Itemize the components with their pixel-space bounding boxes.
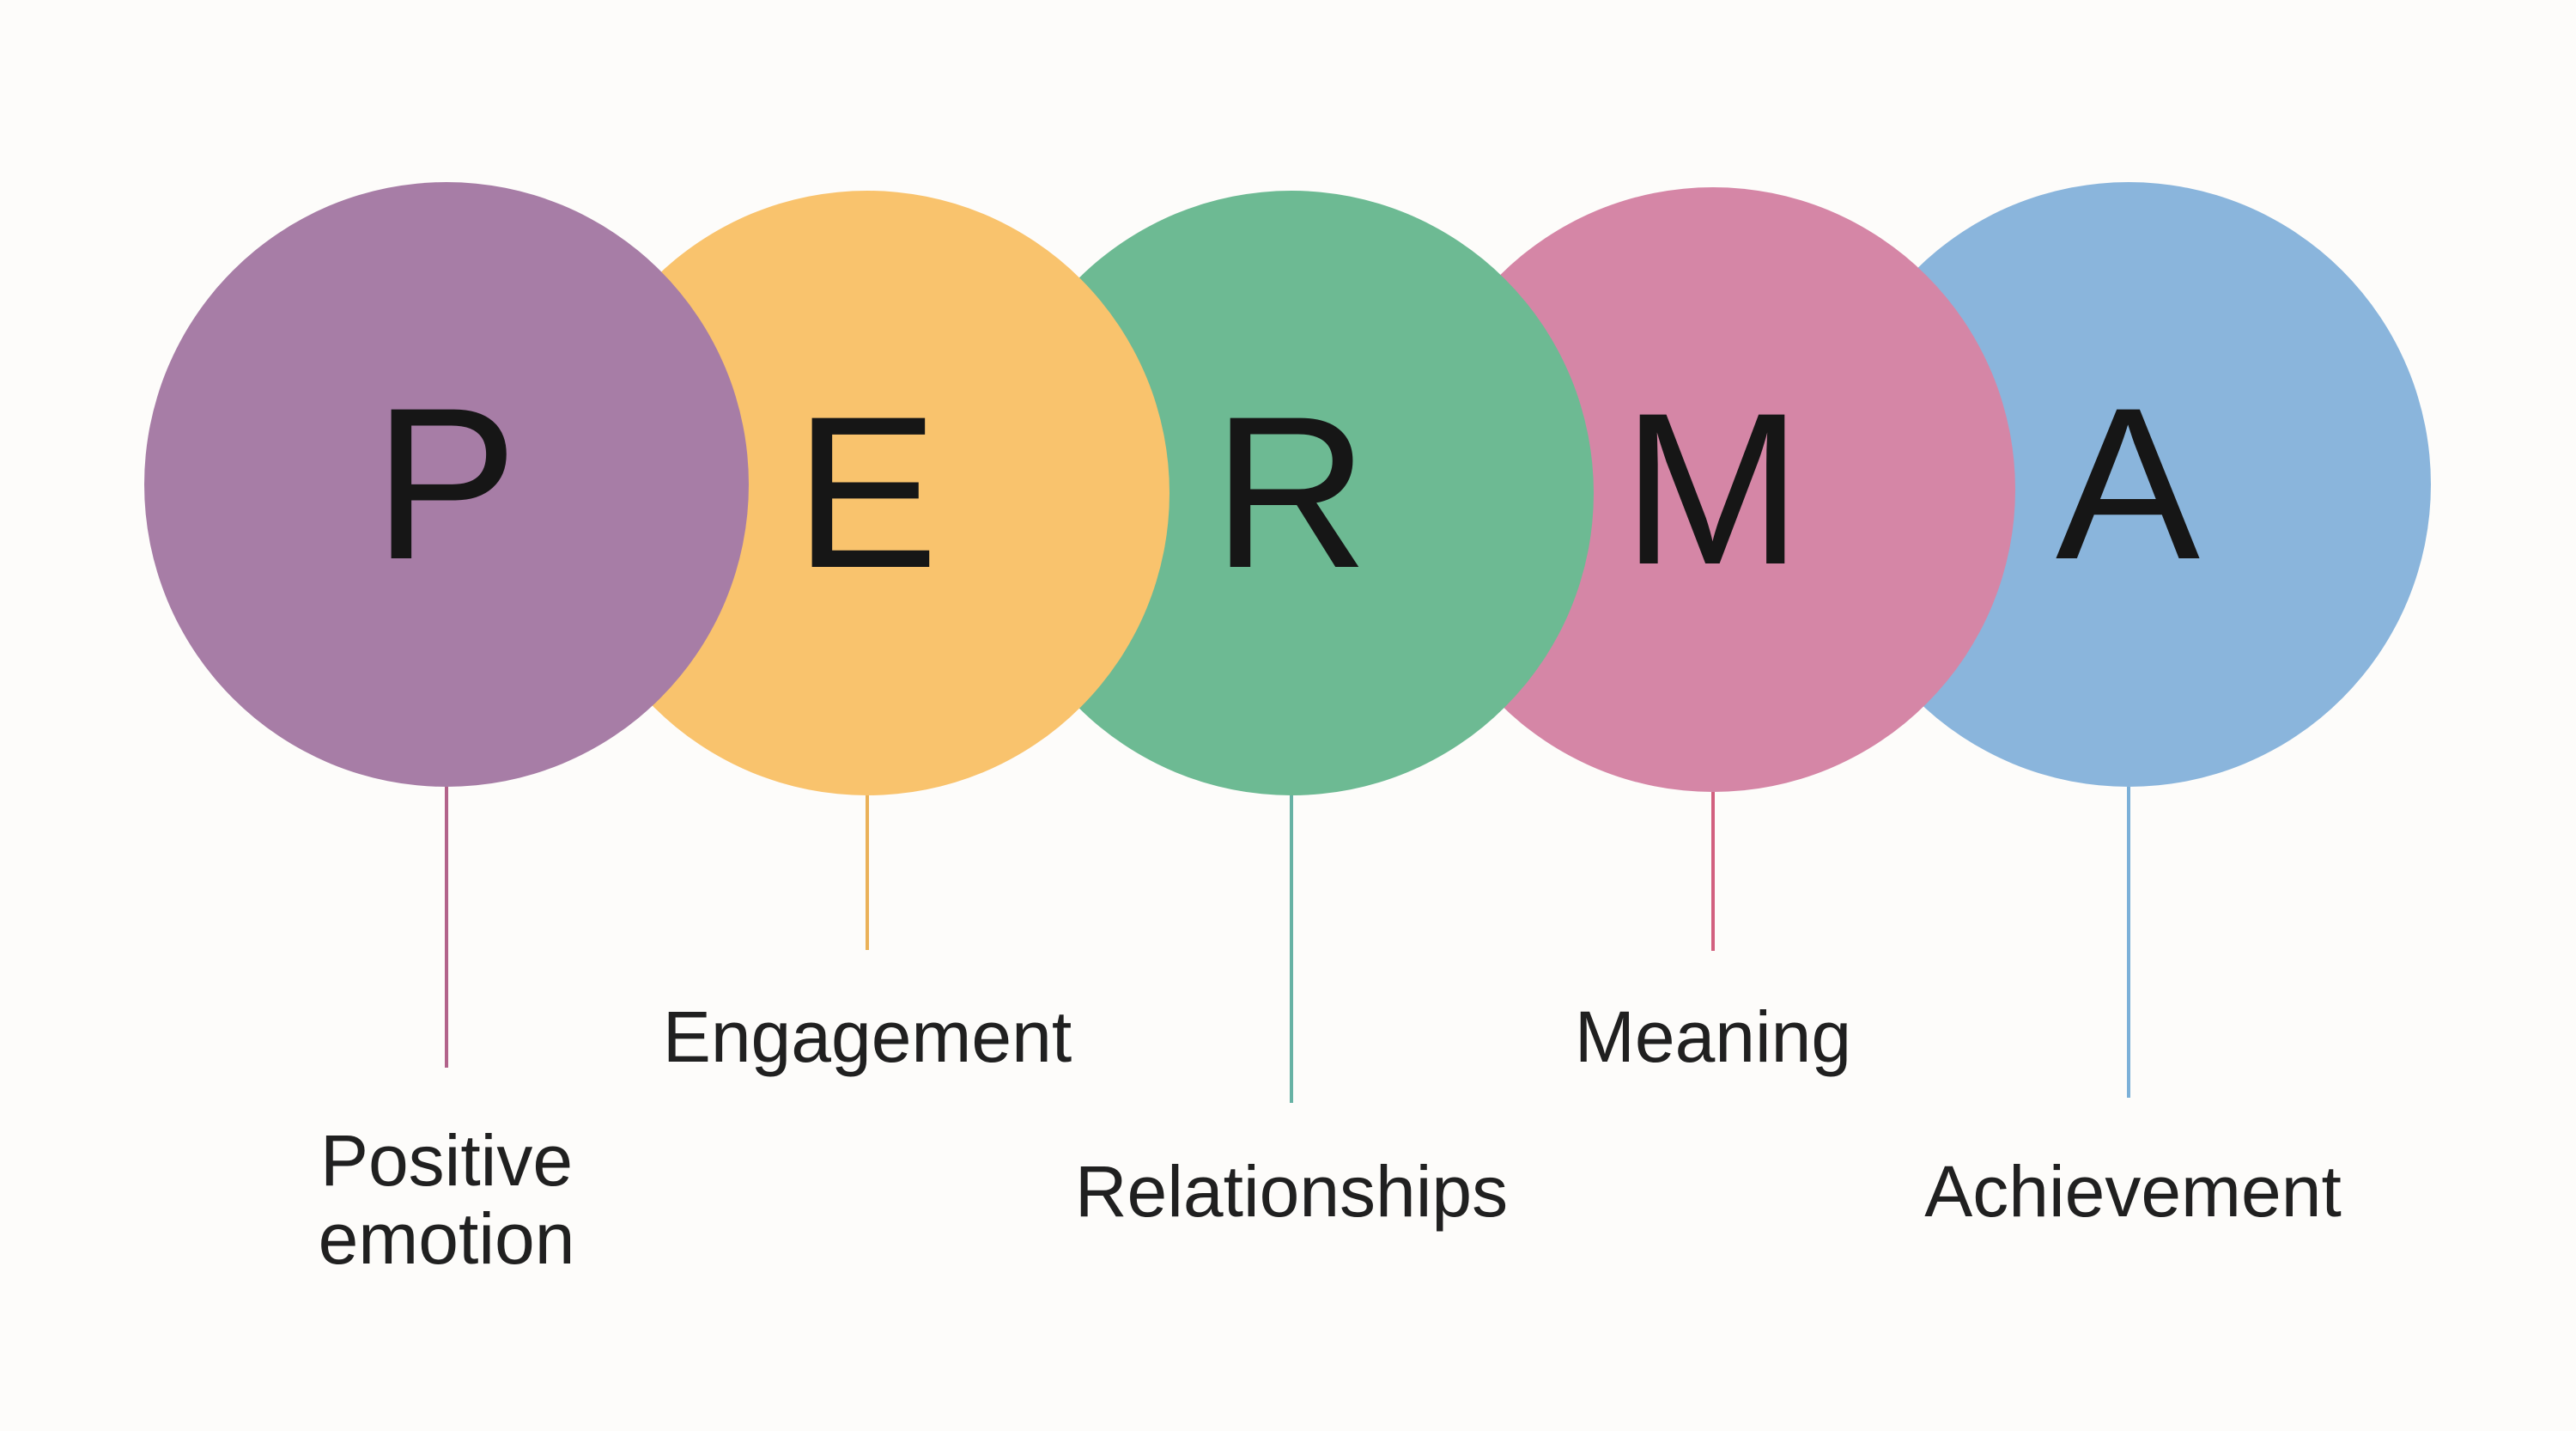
connector-line-positive-emotion <box>445 787 448 1068</box>
connector-line-meaning <box>1711 792 1715 951</box>
letter-r: R <box>1212 372 1370 613</box>
connector-line-relationships <box>1290 795 1293 1103</box>
letter-p: P <box>373 363 520 605</box>
letter-e: E <box>793 372 941 613</box>
connector-line-achievement <box>2127 787 2130 1098</box>
label-positive-emotion: Positive emotion <box>318 1120 575 1279</box>
label-engagement: Engagement <box>662 996 1072 1077</box>
letter-m: M <box>1622 368 1804 610</box>
connector-line-engagement <box>866 795 869 950</box>
label-achievement: Achievement <box>1924 1151 2342 1232</box>
label-relationships: Relationships <box>1074 1151 1509 1232</box>
label-meaning: Meaning <box>1574 996 1852 1077</box>
circle-positive-emotion: P <box>144 182 749 787</box>
letter-a: A <box>2055 363 2202 605</box>
